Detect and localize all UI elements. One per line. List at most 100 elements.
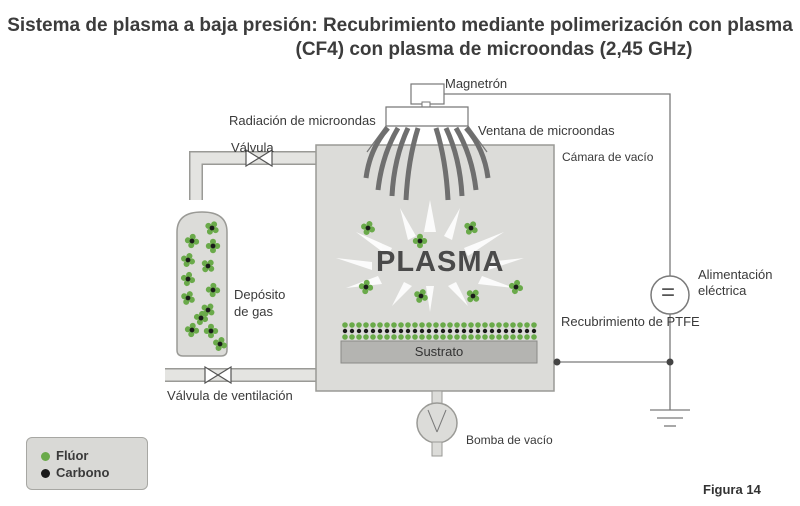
ptfe-atom: [419, 328, 425, 334]
ptfe-atom: [363, 328, 369, 334]
ptfe-atom: [510, 334, 516, 340]
cf4-molecule: [466, 289, 480, 303]
ptfe-atom: [475, 328, 481, 334]
cf4-molecule: [180, 271, 196, 287]
ptfe-atom: [384, 328, 390, 334]
ptfe-atom: [489, 322, 495, 328]
ptfe-atom: [391, 334, 397, 340]
ptfe-atom: [391, 322, 397, 328]
cf4-molecule: [184, 233, 200, 249]
cf4-molecule: [201, 259, 215, 273]
ptfe-atom: [447, 334, 453, 340]
ptfe-atom: [482, 328, 488, 334]
label-ptfe-coating: Recubrimiento de PTFE: [561, 314, 700, 329]
ptfe-atom: [349, 322, 355, 328]
figure-label: Figura 14: [703, 482, 761, 497]
label-substrate: Sustrato: [414, 344, 464, 359]
ptfe-atom: [468, 322, 474, 328]
ptfe-atom: [433, 334, 439, 340]
ptfe-atom: [447, 322, 453, 328]
ptfe-atom: [398, 322, 404, 328]
cf4-molecule: [205, 282, 221, 298]
ptfe-atom: [426, 322, 432, 328]
ptfe-atom: [412, 334, 418, 340]
ptfe-atom: [454, 328, 460, 334]
ptfe-atom: [461, 322, 467, 328]
ptfe-atom: [419, 322, 425, 328]
ptfe-atom: [405, 328, 411, 334]
power-symbol: =: [661, 279, 676, 306]
ptfe-atom: [503, 322, 509, 328]
ground-icon: [650, 409, 690, 427]
ptfe-atom: [363, 322, 369, 328]
ptfe-atom: [370, 322, 376, 328]
ptfe-atom: [391, 328, 397, 334]
fluorine-dot-icon: [41, 452, 50, 462]
ptfe-atom: [489, 328, 495, 334]
wire-junction: [666, 358, 674, 366]
ptfe-atom: [405, 334, 411, 340]
cf4-molecule: [181, 253, 195, 267]
ptfe-atom: [419, 334, 425, 340]
label-vacuum-pump: Bomba de vacío: [466, 433, 553, 447]
cf4-molecule: [193, 310, 209, 326]
ptfe-atom: [370, 328, 376, 334]
carbon-dot-icon: [41, 469, 50, 479]
vent-valve-icon: [204, 365, 232, 385]
microwave-horn: [385, 106, 469, 127]
ptfe-atom: [531, 334, 537, 340]
magnetron: [410, 83, 445, 105]
title-line-1: Sistema de plasma a baja presión: Recubr…: [7, 15, 793, 36]
title-line-2: (CF4) con plasma de microondas (2,45 GHz…: [295, 39, 693, 60]
ptfe-atom: [454, 322, 460, 328]
ptfe-atom: [398, 328, 404, 334]
cf4-molecule: [358, 279, 374, 295]
ptfe-atom: [517, 328, 523, 334]
ptfe-atom: [384, 322, 390, 328]
legend-label: Flúor: [56, 448, 89, 463]
ptfe-atom: [405, 322, 411, 328]
ptfe-atom: [510, 322, 516, 328]
ptfe-atom: [349, 334, 355, 340]
ptfe-atom: [440, 334, 446, 340]
cf4-molecule: [205, 221, 219, 235]
label-power-supply: Alimentación eléctrica: [698, 267, 773, 298]
ptfe-atom: [496, 322, 502, 328]
cf4-molecule: [508, 279, 524, 295]
legend: Flúor Carbono: [26, 437, 148, 490]
ptfe-atom: [531, 328, 537, 334]
power-supply: [650, 275, 690, 315]
label-gas-tank: Depósito de gas: [234, 287, 286, 319]
ptfe-atom: [454, 334, 460, 340]
ptfe-atom: [489, 334, 495, 340]
ptfe-atom: [531, 322, 537, 328]
cf4-molecules: [180, 221, 524, 351]
cf4-molecule: [184, 322, 200, 338]
cf4-molecule: [213, 337, 227, 351]
ptfe-atom: [342, 322, 348, 328]
ptfe-atom: [517, 322, 523, 328]
ptfe-atom: [377, 328, 383, 334]
ptfe-atom: [517, 334, 523, 340]
legend-item-carbon: Carbono: [41, 465, 109, 480]
cf4-molecule: [464, 221, 478, 235]
diagram-title: Sistema de plasma a baja presión: Recubr…: [0, 14, 800, 62]
cf4-molecule: [181, 291, 195, 305]
valve-icon: [245, 148, 273, 168]
cf4-molecule: [412, 233, 428, 249]
ptfe-atom: [468, 334, 474, 340]
cf4-molecule: [361, 221, 375, 235]
ptfe-atom: [377, 322, 383, 328]
ptfe-atom: [482, 334, 488, 340]
ptfe-atom: [426, 328, 432, 334]
ptfe-atom: [356, 322, 362, 328]
cf4-molecule: [414, 289, 428, 303]
ptfe-atom: [384, 334, 390, 340]
ptfe-atom: [440, 328, 446, 334]
ptfe-atom: [524, 328, 530, 334]
ptfe-atom: [356, 334, 362, 340]
substrate: [340, 340, 538, 364]
ptfe-atom: [412, 322, 418, 328]
ptfe-atom: [503, 334, 509, 340]
